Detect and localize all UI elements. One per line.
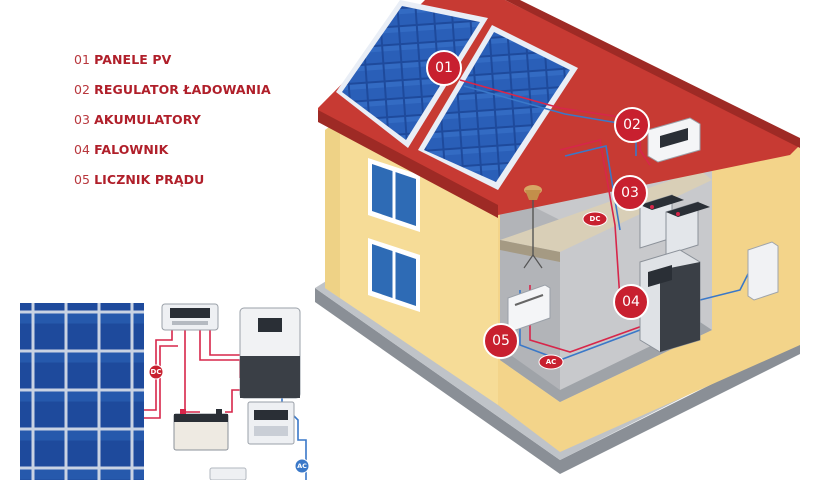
schematic-outlet-box	[209, 467, 247, 480]
legend-number: 04	[74, 142, 91, 157]
schematic-ac-tag: AC	[294, 458, 310, 474]
badge-02: 02	[614, 107, 650, 143]
inverter	[639, 249, 701, 353]
badge-05: 05	[483, 323, 519, 359]
legend-number: 05	[74, 172, 91, 187]
roof-solar-panels	[336, 0, 578, 190]
legend-number: 01	[74, 52, 91, 67]
house-dc-tag: DC	[582, 211, 608, 227]
schematic-dc-tag: DC	[148, 364, 164, 380]
schematic-ac-label: AC	[297, 462, 307, 470]
floor-lamp	[523, 185, 543, 269]
exterior-meter-box	[747, 241, 779, 301]
badge-04-label: 04	[622, 294, 640, 310]
badge-01: 01	[426, 50, 462, 86]
house-ac-label: AC	[546, 358, 557, 366]
legend-label: FALOWNIK	[94, 142, 169, 157]
legend-number: 03	[74, 112, 91, 127]
schematic-dc-label: DC	[151, 368, 162, 376]
batteries	[639, 194, 710, 256]
house: 01 02 03 04 05 DC AC	[315, 0, 800, 474]
badge-03: 03	[612, 175, 648, 211]
legend-number: 02	[74, 82, 91, 97]
window-upper	[368, 158, 420, 232]
schematic-inverter	[239, 307, 301, 399]
schematic-meter	[247, 401, 295, 445]
legend-label: LICZNIK PRĄDU	[94, 172, 205, 187]
badge-05-label: 05	[492, 333, 510, 349]
legend-label: REGULATOR ŁADOWANIA	[94, 82, 271, 97]
badge-03-label: 03	[621, 185, 639, 201]
interior-floor	[500, 170, 712, 252]
schematic-charge-controller	[161, 303, 219, 331]
house-ac-tag: AC	[538, 354, 564, 370]
house-dc-label: DC	[590, 215, 601, 223]
schematic-battery	[173, 409, 229, 451]
system-schematic: DC AC	[20, 303, 310, 480]
legend-label: AKUMULATORY	[94, 112, 201, 127]
legend-label: PANELE PV	[94, 52, 172, 67]
charge-controller	[647, 117, 701, 163]
badge-02-label: 02	[623, 117, 641, 133]
badge-01-label: 01	[435, 60, 453, 76]
badge-04: 04	[613, 284, 649, 320]
schematic-pv-panel	[20, 303, 144, 480]
window-lower	[368, 238, 420, 312]
